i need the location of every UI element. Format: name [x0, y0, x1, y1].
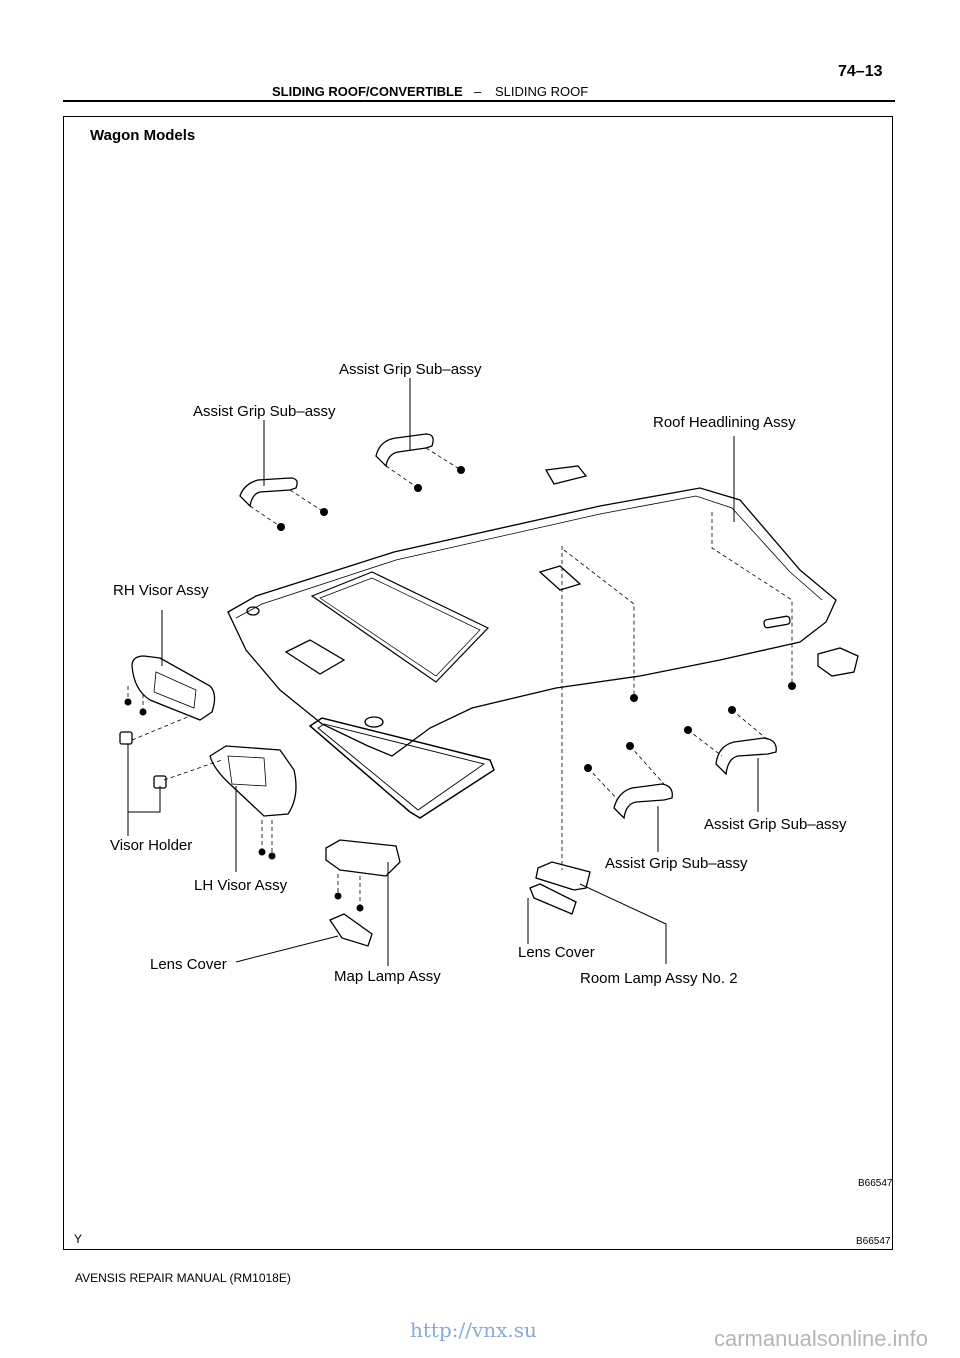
screw — [320, 508, 328, 516]
label-map-lamp: Map Lamp Assy — [334, 968, 441, 985]
map-lamp-lens-cover — [329, 913, 373, 947]
figure-title: Wagon Models — [90, 127, 196, 144]
label-assist-grip-left: Assist Grip Sub–assy — [193, 403, 336, 420]
figure-code: B66547 — [858, 1178, 893, 1189]
sunroof-opening — [310, 571, 490, 683]
label-roof-headlining: Roof Headlining Assy — [653, 414, 796, 431]
figure-frame — [63, 116, 893, 1250]
assist-grip-left — [239, 477, 298, 508]
label-lens-cover-left: Lens Cover — [150, 956, 227, 973]
frame-code: B66547 — [856, 1236, 891, 1247]
watermark-site[interactable]: carmanualsonline.info — [714, 1326, 929, 1351]
map-lamp — [325, 839, 401, 877]
roof-clip-top — [544, 465, 588, 485]
label-lh-visor: LH Visor Assy — [194, 877, 288, 894]
header-rule — [63, 100, 895, 102]
room-lamp-lens-cover — [529, 883, 577, 915]
rh-visor — [131, 655, 216, 721]
label-assist-grip-top: Assist Grip Sub–assy — [339, 361, 482, 378]
label-visor-holder: Visor Holder — [110, 837, 193, 854]
label-assist-grip-mid: Assist Grip Sub–assy — [605, 855, 748, 872]
label-lens-cover-right: Lens Cover — [518, 944, 595, 961]
sunroof-frame — [308, 717, 495, 819]
assist-grip-right — [715, 737, 777, 776]
frame-mark: Y — [74, 1232, 83, 1246]
label-room-lamp: Room Lamp Assy No. 2 — [580, 970, 738, 987]
roof-clip-right — [817, 647, 859, 677]
screw — [457, 466, 465, 474]
roof-headlining-panel — [227, 487, 837, 757]
label-rh-visor: RH Visor Assy — [113, 582, 209, 599]
header-subsection: SLIDING ROOF — [495, 84, 589, 99]
header-separator: – — [474, 84, 482, 99]
manual-footer: AVENSIS REPAIR MANUAL (RM1018E) — [75, 1271, 291, 1285]
watermark-url[interactable]: http://vnx.su — [410, 1318, 537, 1342]
page-number: 74–13 — [838, 63, 883, 80]
label-assist-grip-right: Assist Grip Sub–assy — [704, 816, 847, 833]
header-section: SLIDING ROOF/CONVERTIBLE — [272, 84, 463, 99]
room-lamp — [535, 861, 591, 891]
visor-holder-1 — [119, 731, 133, 745]
lh-visor — [209, 745, 297, 817]
assist-grip-top — [375, 433, 434, 468]
assist-grip-mid — [613, 783, 673, 820]
